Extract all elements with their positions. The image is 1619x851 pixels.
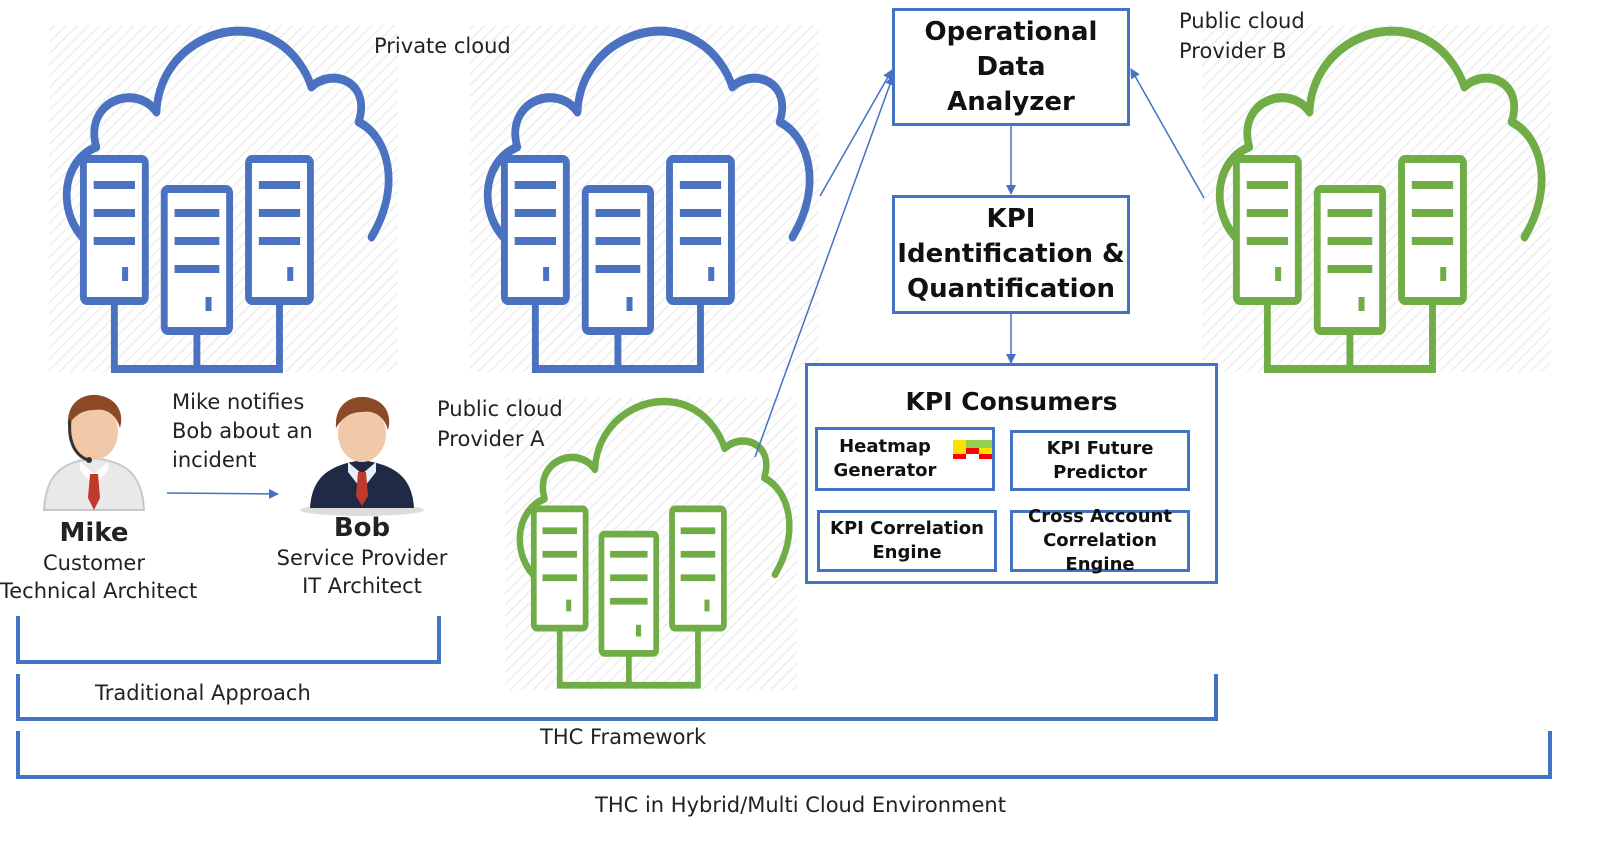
public-a-to-analyzer-arrow (754, 75, 895, 458)
notification-line2: Bob about an (172, 419, 313, 443)
hybrid-bracket (16, 731, 1552, 779)
kpi-ident-line2: Identification & (897, 239, 1125, 269)
kpi-consumers-title: KPI Consumers (905, 387, 1118, 416)
mike-person-icon (42, 394, 146, 511)
bob-role-line1: Service Provider (276, 546, 448, 570)
future-line1: KPI Future (1046, 437, 1154, 459)
public-cloud-a-label-line1: Public cloud (437, 397, 563, 421)
notification-line1: Mike notifies (172, 390, 305, 414)
cross-account-line1: Cross Account (1027, 506, 1173, 527)
heatmap-icon-overlay (953, 440, 992, 459)
future-line2: Predictor (1053, 461, 1147, 483)
public-cloud-a-label: Public cloud Provider A (437, 394, 563, 454)
kpi-future-predictor-box: KPI Future Predictor (1010, 430, 1190, 491)
public-cloud-a-label-line2: Provider A (437, 427, 545, 451)
public-cloud-b-icon (1202, 25, 1551, 372)
notification-label: Mike notifies Bob about an incident (172, 388, 313, 475)
notify-arrow (166, 488, 279, 499)
private-cloud-icon (49, 25, 398, 372)
mike-name: Mike (59, 518, 129, 548)
cross-account-line2: Correlation Engine (1043, 530, 1157, 575)
bob-person-icon (300, 396, 424, 516)
heatmap-line1: Heatmap (839, 436, 931, 457)
cross-account-engine-box: Cross Account Correlation Engine (1010, 506, 1190, 575)
public-cloud-a-infra-icon (470, 25, 819, 372)
kpi-correlation-engine-box: KPI Correlation Engine (817, 510, 997, 572)
thc-framework-label: THC Framework (540, 725, 707, 749)
mike-role-line2: Technical Architect (0, 579, 198, 603)
notification-line3: incident (172, 448, 257, 472)
bob-caption: Bob Service Provider IT Architect (272, 512, 452, 600)
correlation-line2: Engine (872, 542, 942, 563)
thc-framework-bracket (16, 674, 1218, 721)
analyzer-line1: Operational Data (924, 16, 1098, 82)
public-cloud-b-label-line1: Public cloud (1179, 9, 1305, 33)
correlation-line1: KPI Correlation (830, 518, 984, 539)
public-cloud-b-label-line2: Provider B (1179, 39, 1287, 63)
analyzer-line2: Analyzer (947, 86, 1075, 117)
mike-caption: Mike Customer Technical Architect (0, 517, 198, 605)
hybrid-environment-label: THC in Hybrid/Multi Cloud Environment (595, 793, 1006, 817)
public-cloud-b-label: Public cloud Provider B (1179, 6, 1305, 66)
public-b-to-analyzer-arrow (1130, 68, 1205, 199)
mike-role-line1: Customer (42, 551, 145, 575)
bob-role-line2: IT Architect (302, 574, 422, 598)
bob-name: Bob (333, 513, 391, 543)
kpi-identification-box: KPI Identification & Quantification (892, 195, 1130, 314)
kpi-ident-line1: KPI (986, 204, 1036, 234)
private-cloud-to-analyzer-arrow (819, 69, 893, 197)
traditional-approach-label: Traditional Approach (95, 681, 311, 705)
heatmap-line2: Generator (833, 460, 937, 481)
kpi-ident-line3: Quantification (907, 274, 1115, 304)
operational-data-analyzer-box: Operational Data Analyzer (892, 8, 1130, 126)
private-cloud-label: Private cloud (374, 34, 511, 58)
traditional-bracket (16, 616, 441, 664)
public-cloud-a-icon (505, 398, 797, 690)
